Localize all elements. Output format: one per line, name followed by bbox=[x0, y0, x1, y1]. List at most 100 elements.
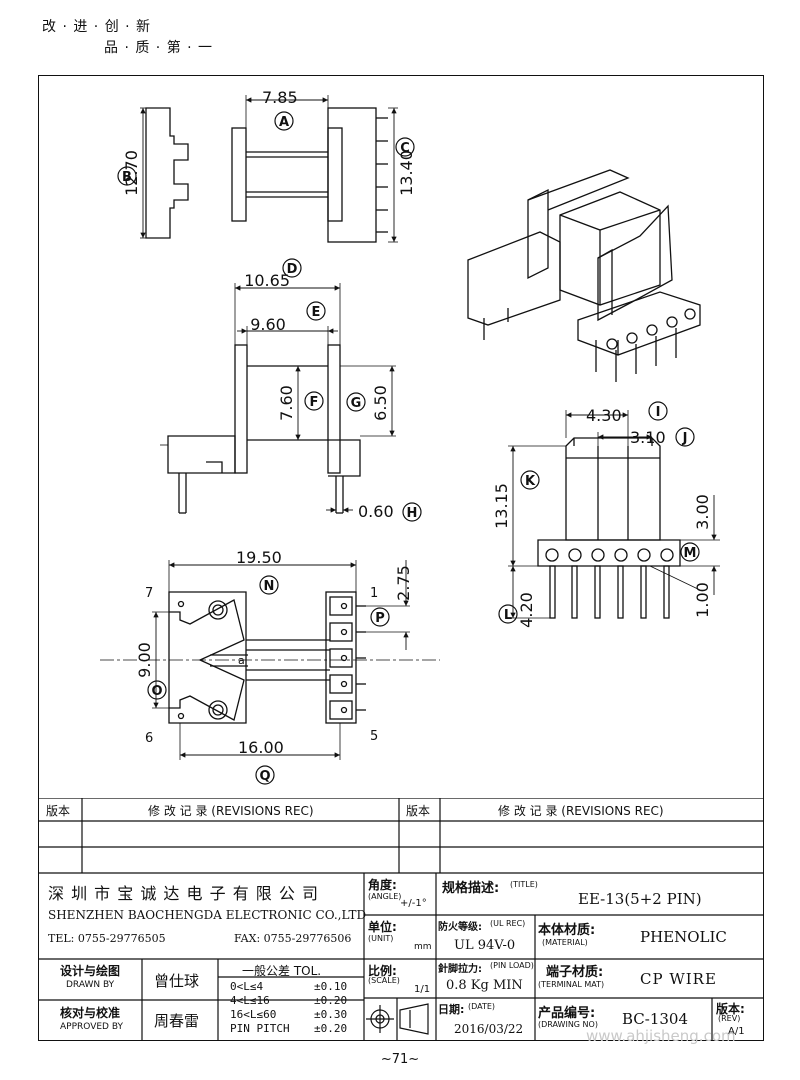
drawing-no-label: 产品编号: bbox=[538, 1006, 596, 1021]
drawn-by-value: 曾仕球 bbox=[154, 972, 200, 990]
drawing-no-value: BC-1304 bbox=[622, 1010, 689, 1028]
unit-value: mm bbox=[414, 942, 432, 952]
title-label-en: (TITLE) bbox=[510, 880, 538, 889]
label-P: P bbox=[375, 611, 385, 626]
dim-N-value: 19.50 bbox=[236, 548, 282, 567]
date-label: 日期: bbox=[438, 1003, 465, 1016]
pin-6-label: 6 bbox=[145, 731, 153, 746]
label-M: M bbox=[684, 546, 697, 561]
terminal-label: 端子材质: bbox=[546, 965, 604, 980]
label-H: H bbox=[407, 506, 418, 521]
watermark: www.ahjisheng.com bbox=[586, 1027, 736, 1045]
tol-value-3: ±0.20 bbox=[314, 1022, 348, 1035]
terminal-label-en: (TERMINAL MAT) bbox=[538, 980, 605, 989]
label-I: I bbox=[656, 405, 661, 420]
pin-a-label: a bbox=[238, 654, 245, 667]
pinload-label-en: (PIN LOAD) bbox=[490, 961, 534, 970]
label-E: E bbox=[312, 305, 321, 320]
drawing-frame bbox=[38, 75, 764, 1041]
drawn-by-label: 设计与绘图 bbox=[60, 964, 121, 978]
rev-label-en: (REV) bbox=[718, 1014, 741, 1023]
label-Q: Q bbox=[259, 769, 270, 784]
pin-5-label: 5 bbox=[370, 729, 378, 744]
label-C: C bbox=[400, 141, 410, 156]
rev-value: A/1 bbox=[728, 1026, 745, 1037]
rev-col-record-1: 修 改 记 录 (REVISIONS REC) bbox=[148, 804, 314, 818]
dim-L-value: 4.20 bbox=[517, 592, 536, 628]
technical-drawing: 7.85 10.65 9.60 19.50 16.00 0.60 4.30 3.… bbox=[100, 88, 720, 785]
angle-label-en: (ANGLE) bbox=[368, 892, 402, 901]
pin-7-label: 7 bbox=[145, 586, 153, 601]
scale-label: 比例: bbox=[368, 964, 397, 978]
date-label-en: (DATE) bbox=[468, 1002, 496, 1011]
date-value: 2016/03/22 bbox=[454, 1022, 524, 1036]
material-value: PHENOLIC bbox=[640, 928, 727, 946]
tol-range-0: 0<L≤4 bbox=[230, 980, 264, 993]
material-label-en: (MATERIAL) bbox=[542, 938, 588, 947]
company-tel: TEL: 0755-29776505 bbox=[48, 932, 166, 945]
scale-label-en: (SCALE) bbox=[368, 976, 400, 985]
tol-range-3: PIN PITCH bbox=[230, 1022, 290, 1035]
approved-by-label: 核对与校准 bbox=[60, 1006, 121, 1020]
pinload-value: 0.8 Kg MIN bbox=[446, 978, 523, 993]
label-D: D bbox=[287, 262, 298, 277]
label-G: G bbox=[351, 396, 362, 411]
dim-F-value: 7.60 bbox=[277, 385, 296, 421]
pin-1-label: 1 bbox=[370, 586, 378, 601]
approved-by-value: 周春雷 bbox=[154, 1012, 200, 1030]
approved-by-label-en: APPROVED BY bbox=[60, 1022, 124, 1032]
unit-label-en: (UNIT) bbox=[368, 934, 394, 943]
dim-A-value: 7.85 bbox=[262, 88, 298, 107]
scale-value: 1/1 bbox=[414, 984, 431, 995]
label-B: B bbox=[122, 170, 132, 185]
dim-K-value: 13.15 bbox=[492, 483, 511, 529]
company-name-en: SHENZHEN BAOCHENGDA ELECTRONIC CO.,LTD bbox=[48, 908, 367, 922]
dim-I-value: 4.30 bbox=[586, 406, 622, 425]
unit-label: 单位: bbox=[368, 920, 397, 934]
angle-label: 角度: bbox=[368, 878, 397, 892]
tol-value-0: ±0.10 bbox=[314, 980, 348, 993]
title-value: EE-13(5+2 PIN) bbox=[578, 890, 702, 908]
dim-D-value: 10.65 bbox=[244, 271, 290, 290]
dim-H-value: 0.60 bbox=[358, 502, 394, 521]
dim-O-value: 9.00 bbox=[135, 642, 154, 678]
title-block-grid bbox=[38, 798, 764, 1041]
view-isometric bbox=[467, 169, 701, 382]
label-N: N bbox=[264, 579, 275, 594]
fire-label-en: (UL REC) bbox=[490, 919, 526, 928]
dim-C-value: 13.40 bbox=[397, 150, 416, 196]
label-A: A bbox=[279, 115, 289, 130]
tol-range-1: 4<L≤16 bbox=[230, 994, 270, 1007]
page-number: ~71~ bbox=[380, 1052, 420, 1067]
rev-label: 版本: bbox=[716, 1002, 745, 1016]
label-K: K bbox=[525, 474, 536, 489]
label-F: F bbox=[310, 395, 319, 410]
drawing-no-label-en: (DRAWING NO) bbox=[538, 1020, 598, 1029]
fire-label: 防火等级: bbox=[438, 922, 482, 933]
label-O: O bbox=[151, 684, 162, 699]
dim-G-value: 6.50 bbox=[371, 385, 390, 421]
terminal-value: CP WIRE bbox=[640, 970, 717, 988]
slogan-line1: 改 · 进 · 创 · 新 bbox=[42, 19, 152, 35]
tol-range-2: 16<L≤60 bbox=[230, 1008, 277, 1021]
material-label: 本体材质: bbox=[538, 923, 596, 938]
drawn-by-label-en: DRAWN BY bbox=[66, 980, 115, 990]
pin-diameter-value: 1.00 bbox=[693, 582, 712, 618]
dim-P-value: 2.75 bbox=[394, 565, 413, 601]
label-L: L bbox=[504, 608, 512, 623]
rev-col-version-1: 版本 bbox=[46, 804, 71, 818]
company-fax: FAX: 0755-29776506 bbox=[234, 932, 352, 945]
tolerance-title: 一般公差 TOL. bbox=[242, 964, 322, 978]
dim-M-value: 3.00 bbox=[693, 494, 712, 530]
company-name-cn: 深 圳 市 宝 诚 达 电 子 有 限 公 司 bbox=[48, 884, 319, 903]
title-block: 版本 修 改 记 录 (REVISIONS REC) 版本 修 改 记 录 (R… bbox=[38, 798, 764, 1041]
title-label: 规格描述: bbox=[442, 881, 500, 896]
tol-value-1: ±0.20 bbox=[314, 994, 348, 1007]
view-front bbox=[160, 344, 361, 514]
angle-value: +/-1° bbox=[400, 898, 427, 909]
tol-value-2: ±0.30 bbox=[314, 1008, 348, 1021]
dim-E-value: 9.60 bbox=[250, 315, 286, 334]
dim-Q-value: 16.00 bbox=[238, 738, 284, 757]
dim-J-value: 3.10 bbox=[630, 428, 666, 447]
view-right-side bbox=[537, 437, 681, 619]
